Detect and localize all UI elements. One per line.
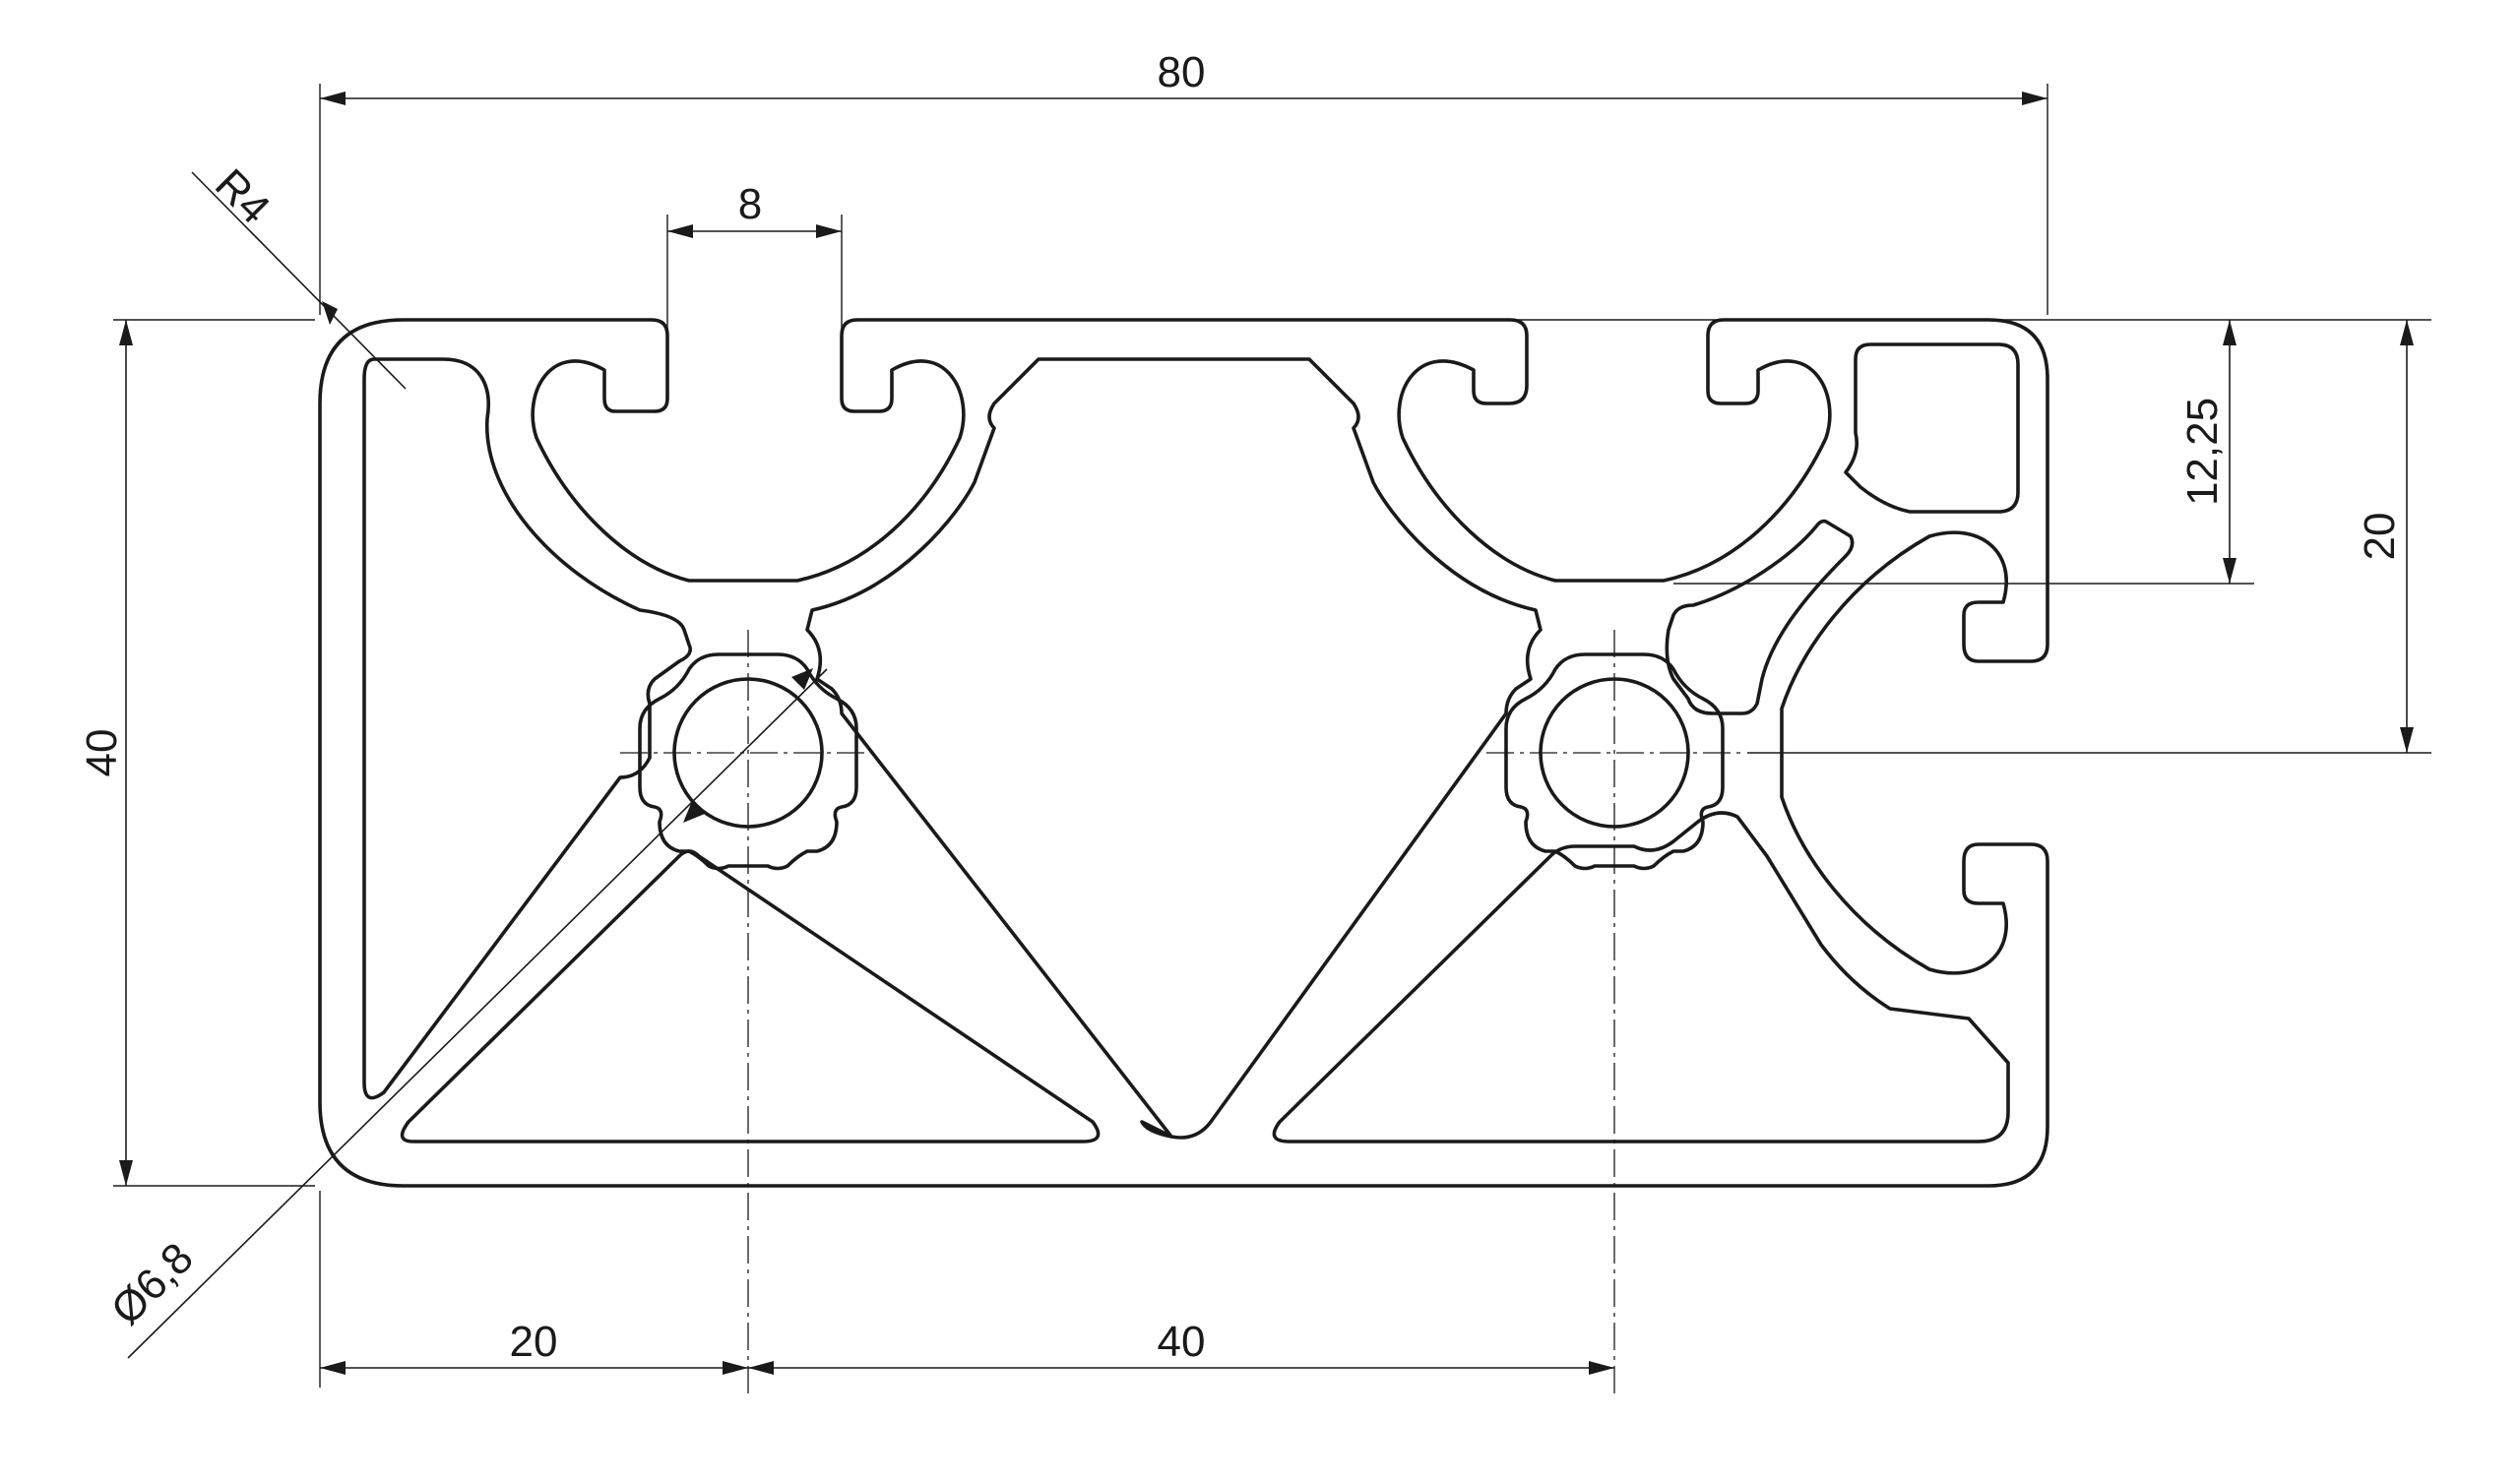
cavity-bottom-right [1272, 811, 2010, 1143]
core-left [638, 652, 858, 871]
label-center-spacing: 40 [1158, 1318, 1206, 1366]
dim-line-radius [191, 171, 407, 390]
center-lines [620, 630, 1742, 1397]
label-overall-width: 80 [1158, 48, 1206, 96]
dimension-lines [113, 84, 2431, 1388]
label-slot-depth: 12,25 [2178, 398, 2227, 506]
label-height: 40 [78, 729, 126, 777]
cavity-center-top [805, 357, 1543, 1140]
label-half-height: 20 [2356, 513, 2404, 561]
dimension-labels: 80 8 R4 40 Ø6,8 12,25 20 20 40 [78, 48, 2404, 1366]
cavity-bottom-left [400, 849, 1101, 1143]
cavity-right-upper [1844, 342, 2020, 514]
label-slot-width: 8 [738, 180, 762, 228]
core-right [1504, 652, 1725, 871]
label-diameter: Ø6,8 [102, 1234, 203, 1334]
cavity-right-diagonal [1665, 519, 1855, 715]
label-first-center: 20 [510, 1318, 558, 1366]
label-radius: R4 [206, 160, 279, 233]
outer-contour [318, 318, 2049, 1188]
dim-line-diameter [127, 668, 828, 1359]
cavity-left [362, 357, 693, 1100]
